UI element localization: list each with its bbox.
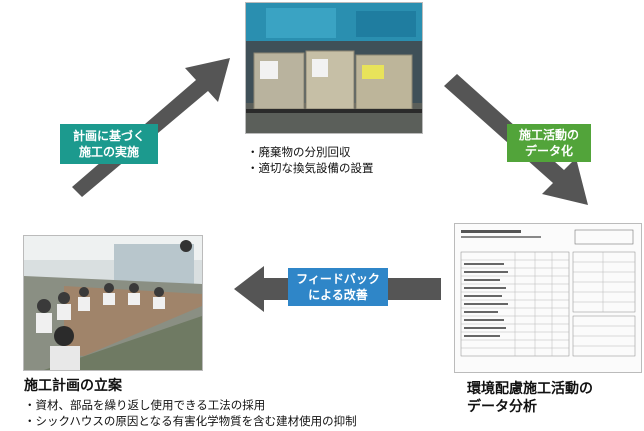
data-conversion-line-2: データ化 — [524, 144, 573, 158]
plan-execution-line-2: 施工の実施 — [78, 145, 139, 159]
data-sheet-image — [454, 223, 642, 373]
planning-bullet-1: ・資材、部品を繰り返し使用できる工法の採用 — [24, 398, 266, 412]
feedback-line-1: フィードバック — [296, 272, 380, 286]
top-bullet-2: ・適切な換気設備の設置 — [247, 161, 374, 175]
planning-meeting-photo — [23, 235, 203, 371]
top-bullets: ・廃棄物の分別回収 ・適切な換気設備の設置 — [247, 144, 427, 176]
top-bullet-1: ・廃棄物の分別回収 — [247, 145, 351, 159]
data-analysis-line-1: 環境配慮施工活動の — [467, 381, 593, 397]
planning-caption: 施工計画の立案 — [24, 378, 122, 394]
planning-bullet-2: ・シックハウスの原因となる有害化学物質を含む建材使用の抑制 — [24, 414, 357, 428]
feedback-box: フィードバック による改善 — [288, 268, 388, 306]
data-conversion-box: 施工活動の データ化 — [507, 124, 591, 162]
data-analysis-caption: 環境配慮施工活動の データ分析 — [467, 380, 637, 416]
data-conversion-line-1: 施工活動の — [518, 128, 579, 142]
plan-execution-line-1: 計画に基づく — [72, 129, 145, 143]
planning-bullets: ・資材、部品を繰り返し使用できる工法の採用 ・シックハウスの原因となる有害化学物… — [24, 397, 424, 429]
data-analysis-line-2: データ分析 — [467, 399, 537, 415]
feedback-line-2: による改善 — [308, 288, 368, 302]
waste-sorting-photo — [245, 2, 423, 134]
plan-execution-box: 計画に基づく 施工の実施 — [60, 124, 158, 164]
